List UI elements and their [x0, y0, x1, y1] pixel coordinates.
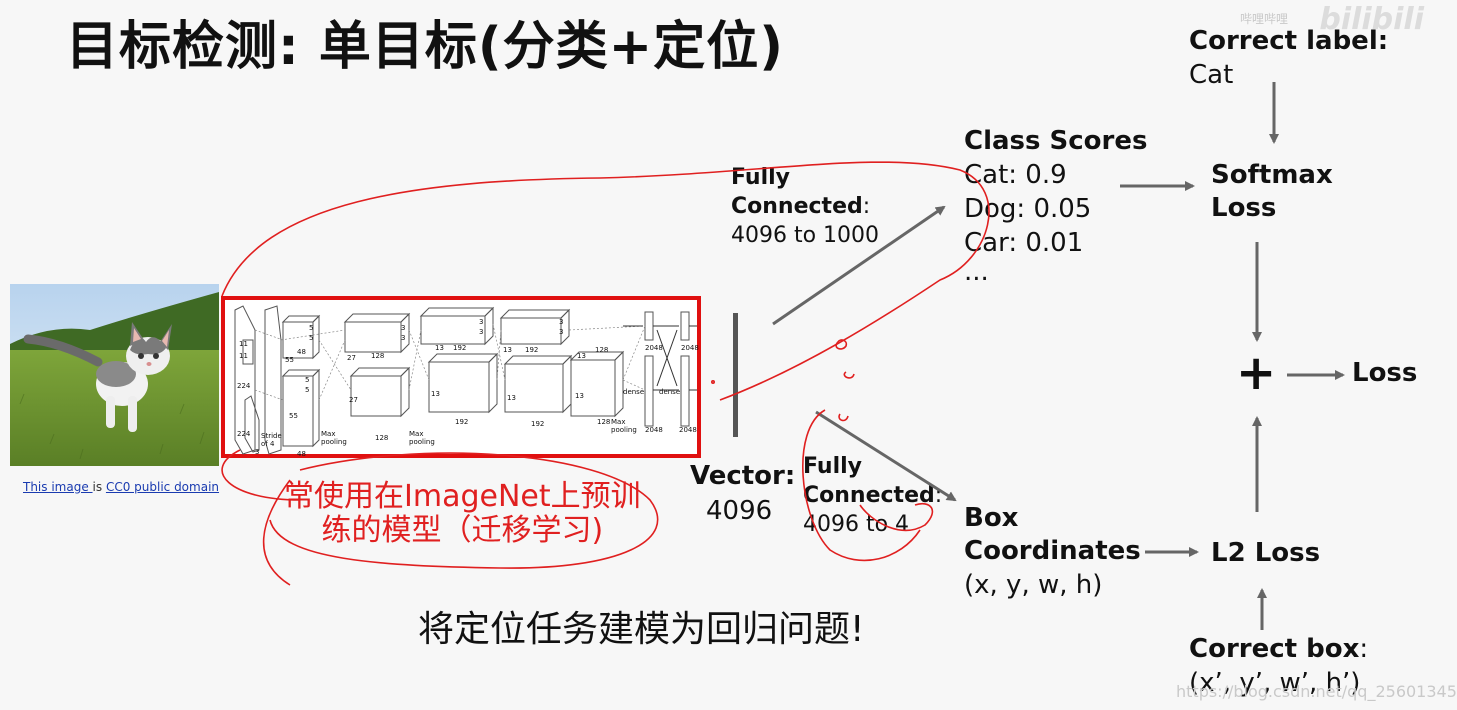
cnn-label: 11: [239, 340, 248, 348]
red-annotations: [221, 161, 990, 586]
correct-label: Correct label: Cat: [1189, 25, 1388, 92]
cnn-label: 192: [531, 420, 545, 428]
cnn-label: 13: [503, 346, 512, 354]
cnn-label: 192: [453, 344, 467, 352]
cnn-label: 128: [375, 434, 389, 442]
arrow-fc-bottom: [815, 410, 957, 502]
fc-bottom-line1: Fully: [803, 454, 863, 479]
correct-box-value: (x’, y’, w’, h’): [1189, 668, 1361, 698]
cnn-label: Max pooling: [611, 418, 637, 434]
arrow-fc-top: [772, 205, 946, 326]
fc-top-label: Fully Connected: 4096 to 1000: [731, 163, 879, 250]
softmax-line1: Softmax: [1211, 160, 1333, 190]
cnn-label: 2048: [645, 426, 663, 434]
cnn-label: 13: [435, 344, 444, 352]
cnn-label: 48: [297, 348, 306, 356]
cnn-label: 2048: [681, 344, 699, 352]
cnn-label: Max pooling: [321, 430, 347, 446]
cnn-label: 224: [237, 382, 251, 390]
cnn-label: Stride of 4: [261, 432, 282, 448]
class-score-item: Dog: 0.05: [964, 194, 1092, 224]
cnn-label: 3: [401, 324, 406, 332]
cnn-label: 192: [525, 346, 539, 354]
correct-label-title: Correct label:: [1189, 26, 1389, 56]
annotation-text: 常使用在ImageNet上预训 练的模型（迁移学习): [284, 480, 641, 548]
cnn-label: 3: [479, 328, 484, 336]
cnn-label: 11: [239, 352, 248, 360]
cnn-label: 192: [455, 418, 469, 426]
fc-bottom-colon: :: [934, 483, 943, 508]
cnn-label: Max pooling: [409, 430, 435, 446]
annotation-line2: 练的模型（迁移学习): [321, 513, 604, 548]
cnn-diagram: 11 11 224 224 3 Stride of 4 5 5 55 48 5 …: [221, 296, 701, 458]
bilibili-logo: bilibili: [1319, 2, 1424, 37]
cnn-label: dense: [659, 388, 681, 396]
fc-top-line2: Connected: [731, 194, 863, 219]
l2-loss: L2 Loss: [1211, 538, 1321, 568]
box-line3: (x, y, w, h): [964, 570, 1103, 600]
image-link[interactable]: This image: [23, 480, 93, 494]
fc-bottom-line2: Connected: [803, 483, 935, 508]
correct-label-value: Cat: [1189, 60, 1234, 90]
softmax-loss: Softmax Loss: [1211, 159, 1333, 225]
cnn-label: 55: [289, 412, 298, 420]
cnn-label: 48: [297, 450, 306, 458]
cnn-label: 27: [349, 396, 358, 404]
fc-bottom-line3: 4096 to 4: [803, 512, 910, 537]
cnn-label: 3: [559, 318, 564, 326]
cnn-label: 13: [507, 394, 516, 402]
cnn-label: 5: [305, 386, 310, 394]
cnn-label: 13: [575, 392, 584, 400]
cnn-label: 224: [237, 430, 251, 438]
class-scores-title: Class Scores: [964, 126, 1148, 156]
cnn-label: 27: [347, 354, 356, 362]
total-loss: Loss: [1352, 358, 1418, 388]
cnn-label: 5: [309, 324, 314, 332]
cnn-label: 128: [371, 352, 385, 360]
class-scores: Class Scores Cat: 0.9 Dog: 0.05 Car: 0.0…: [964, 125, 1148, 287]
feature-vector-bar: [733, 313, 738, 437]
fc-bottom-label: Fully Connected: 4096 to 4: [803, 452, 942, 539]
annotation-line1: 常使用在ImageNet上预训: [284, 479, 641, 514]
cnn-label: 3: [255, 448, 260, 456]
caption-mid: is: [92, 480, 106, 494]
license-link[interactable]: CC0 public domain: [105, 480, 220, 494]
box-line2: Coordinates: [964, 536, 1141, 566]
class-score-item: ...: [964, 257, 989, 287]
class-score-item: Car: 0.01: [964, 228, 1084, 258]
url-watermark: https://blog.csdn.net/qq_25601345: [1176, 682, 1457, 701]
bottom-note: 将定位任务建模为回归问题!: [418, 609, 865, 650]
cnn-label: 3: [479, 318, 484, 326]
fc-top-colon: :: [862, 194, 871, 219]
cnn-label: 3: [559, 328, 564, 336]
cnn-label: 128: [595, 346, 609, 354]
page-title: 目标检测: 单目标(分类+定位): [66, 17, 785, 77]
cnn-label: 3: [401, 334, 406, 342]
plus-sign: +: [1236, 345, 1277, 401]
cnn-label: 55: [285, 356, 294, 364]
correct-box-colon: :: [1359, 634, 1369, 664]
cnn-label: 2048: [679, 426, 697, 434]
cnn-label: 128: [597, 418, 611, 426]
cnn-label: 5: [305, 376, 310, 384]
vector-value: 4096: [706, 496, 773, 526]
softmax-line2: Loss: [1211, 193, 1277, 223]
cnn-label: 2048: [645, 344, 663, 352]
cnn-label: 13: [577, 352, 586, 360]
correct-box-title: Correct box: [1189, 634, 1360, 664]
box-line1: Box: [964, 503, 1019, 533]
correct-box: Correct box: (x’, y’, w’, h’): [1189, 632, 1368, 700]
box-coordinates: Box Coordinates (x, y, w, h): [964, 502, 1141, 602]
cnn-label: 5: [309, 334, 314, 342]
vector-label: Vector:: [690, 461, 796, 491]
cat-image: [10, 284, 219, 466]
cnn-label: 13: [431, 390, 440, 398]
fc-top-line3: 4096 to 1000: [731, 223, 880, 248]
small-watermark: 哔哩哔哩: [1240, 12, 1289, 26]
cnn-label: dense: [623, 388, 645, 396]
image-caption: This image is CC0 public domain: [23, 480, 219, 494]
